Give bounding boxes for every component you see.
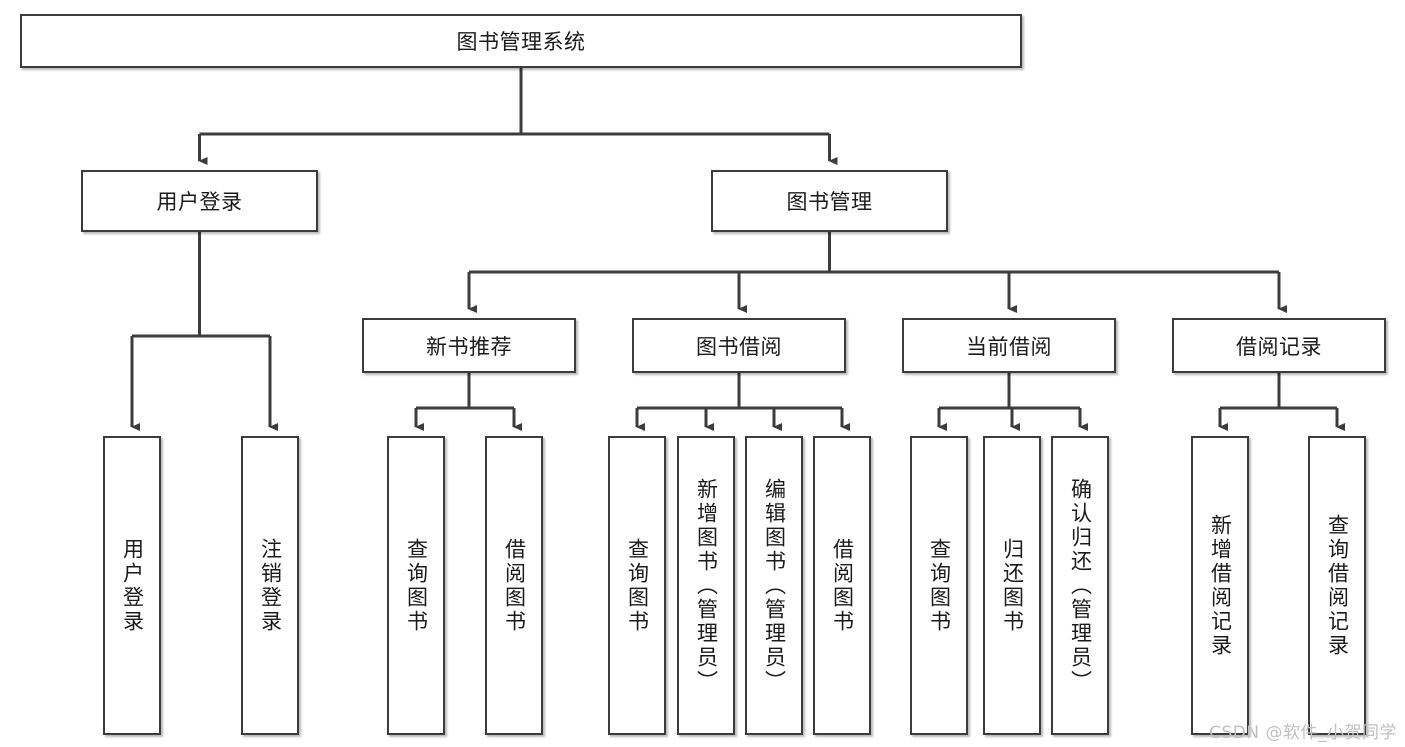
- node-borrow-record[interactable]: 借阅记录: [1172, 318, 1386, 373]
- node-label-leaf-query-book-2: 查询图书: [625, 537, 650, 634]
- node-user-login[interactable]: 用户登录: [81, 170, 318, 232]
- node-leaf-query-book-1[interactable]: 查询图书: [387, 436, 445, 735]
- node-leaf-query-book-3[interactable]: 查询图书: [910, 436, 968, 735]
- node-leaf-borrow-book-1[interactable]: 借阅图书: [485, 436, 543, 735]
- node-leaf-logout[interactable]: 注销登录: [241, 436, 299, 735]
- node-leaf-return-book[interactable]: 归还图书: [983, 436, 1041, 735]
- node-label-leaf-logout: 注销登录: [258, 537, 283, 634]
- node-label-leaf-borrow-book-1: 借阅图书: [502, 537, 527, 634]
- node-leaf-confirm-return[interactable]: 确认归还（管理员）: [1051, 436, 1109, 735]
- node-label-user-login: 用户登录: [156, 190, 243, 214]
- node-leaf-borrow-book-2[interactable]: 借阅图书: [813, 436, 871, 735]
- node-label-borrow-record: 借阅记录: [1236, 334, 1322, 359]
- node-label-leaf-query-book-3: 查询图书: [927, 537, 952, 634]
- node-label-book-management: 图书管理: [786, 190, 873, 214]
- node-label-leaf-borrow-book-2: 借阅图书: [830, 537, 855, 634]
- node-label-leaf-return-book: 归还图书: [1000, 537, 1025, 634]
- node-label-leaf-confirm-return: 确认归还（管理员）: [1068, 477, 1093, 694]
- node-label-leaf-query-book-1: 查询图书: [404, 537, 429, 634]
- node-label-new-book-recommend: 新书推荐: [426, 334, 512, 359]
- node-label-book-borrow: 图书借阅: [696, 334, 782, 359]
- node-label-root: 图书管理系统: [456, 30, 586, 54]
- node-leaf-add-record[interactable]: 新增借阅记录: [1191, 436, 1249, 735]
- node-label-leaf-edit-book: 编辑图书（管理员）: [762, 477, 787, 694]
- node-leaf-query-book-2[interactable]: 查询图书: [608, 436, 666, 735]
- node-current-borrow[interactable]: 当前借阅: [902, 318, 1116, 373]
- node-book-management[interactable]: 图书管理: [711, 170, 948, 232]
- node-leaf-query-record[interactable]: 查询借阅记录: [1308, 436, 1366, 735]
- node-leaf-add-book[interactable]: 新增图书（管理员）: [677, 436, 735, 735]
- node-book-borrow[interactable]: 图书借阅: [632, 318, 846, 373]
- node-new-book-recommend[interactable]: 新书推荐: [362, 318, 576, 373]
- node-label-leaf-add-book: 新增图书（管理员）: [694, 477, 719, 694]
- node-label-leaf-user-login: 用户登录: [120, 537, 145, 634]
- node-root[interactable]: 图书管理系统: [20, 14, 1022, 68]
- node-label-leaf-add-record: 新增借阅记录: [1208, 513, 1233, 658]
- node-leaf-user-login[interactable]: 用户登录: [103, 436, 161, 735]
- node-leaf-edit-book[interactable]: 编辑图书（管理员）: [745, 436, 803, 735]
- node-label-leaf-query-record: 查询借阅记录: [1325, 513, 1350, 658]
- node-label-current-borrow: 当前借阅: [966, 334, 1052, 359]
- watermark-text: CSDN @软件_小贺同学: [1209, 723, 1397, 743]
